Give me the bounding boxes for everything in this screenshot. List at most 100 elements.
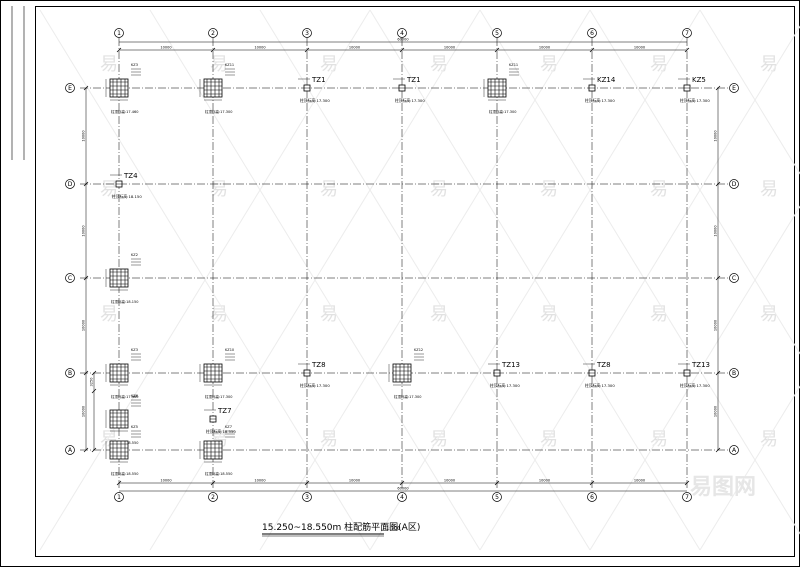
grid-bubble: 2 <box>208 28 218 38</box>
column-label: KZ2 <box>131 253 138 257</box>
column-mark-c2: KZ11 柱顶标高:17.300 <box>199 63 235 114</box>
column-label: KZ11 <box>225 63 234 67</box>
column-section <box>203 363 223 383</box>
inner-frame <box>35 6 795 557</box>
dim-tick <box>83 85 89 91</box>
dim-tick <box>83 370 89 376</box>
grid-bubble-label: 5 <box>495 494 499 501</box>
watermark-layer: 易易易易易易易易易易易易易易易易易易易易易易易易易易易易 <box>39 9 800 551</box>
column-label: KZ5 <box>692 76 706 84</box>
column-section <box>109 363 129 383</box>
grid-bubble-label: 4 <box>400 30 404 37</box>
column-label: TZ8 <box>311 361 326 369</box>
column-elevation: 柱顶标高:18.550 <box>206 429 236 434</box>
grid-bubble: B <box>729 368 739 378</box>
column-label: TZ8 <box>596 361 611 369</box>
grid-bubble: 5 <box>492 28 502 38</box>
watermark-glyph: 易 <box>320 179 338 200</box>
dim-tick <box>210 47 216 53</box>
dim-tick <box>589 480 595 486</box>
column-section <box>109 440 129 460</box>
column-mark-c12: TZ8 柱顶标高:17.300 <box>298 361 330 388</box>
grid-lines <box>80 38 728 488</box>
dim-total: 60000 <box>397 38 408 42</box>
column-elevation: 柱顶标高:17.300 <box>585 383 615 388</box>
dim-total: 60000 <box>397 487 408 491</box>
watermark-glyph: 易 <box>540 54 558 75</box>
dim-text: 10000 <box>254 46 265 50</box>
dim-text: 10000 <box>634 479 645 483</box>
dim-text: 10000 <box>82 320 86 331</box>
column-section <box>392 363 412 383</box>
watermark-glyph: 易 <box>540 304 558 325</box>
dim-tick <box>494 480 500 486</box>
dim-text: 10000 <box>714 406 718 417</box>
grid-bubble: 3 <box>302 28 312 38</box>
column-elevation: 柱顶标高:17.460 <box>111 394 138 399</box>
dim-text: 10000 <box>539 46 550 50</box>
column-elevation: 柱顶标高:17.300 <box>300 383 330 388</box>
dim-tick <box>715 275 721 281</box>
dim-tick <box>91 388 97 394</box>
column-label: KZ6 <box>131 394 138 398</box>
column-mark-c14: TZ13 柱顶标高:17.300 <box>488 361 520 388</box>
grid-bubble: 4 <box>397 28 407 38</box>
dim-text: 10000 <box>349 46 360 50</box>
column-elevation: 柱顶标高:17.300 <box>680 98 710 103</box>
dim-text: 10000 <box>444 479 455 483</box>
column-elevation: 柱顶标高:17.300 <box>680 383 710 388</box>
column-label: KZ12 <box>414 348 423 352</box>
dim-tick <box>91 447 97 453</box>
grid-bubble: 4 <box>397 492 407 502</box>
dim-tick <box>715 85 721 91</box>
column-label: TZ7 <box>217 407 232 415</box>
grid-bubble-label: B <box>68 370 72 377</box>
grid-bubble-label: 7 <box>685 30 689 37</box>
dim-tick <box>83 275 89 281</box>
grid-bubble: 5 <box>492 492 502 502</box>
dim-text: 10000 <box>539 479 550 483</box>
grid-bubble-label: 4 <box>400 494 404 501</box>
dim-text: 10000 <box>82 225 86 236</box>
dim-text: 3250 <box>90 378 94 387</box>
dim-tick <box>494 47 500 53</box>
column-label: TZ13 <box>501 361 520 369</box>
column-label: KZ3 <box>131 63 138 67</box>
grid-bubble-label: 6 <box>590 30 594 37</box>
column-label: KZ11 <box>509 63 518 67</box>
watermark-glyph: 易 <box>210 179 228 200</box>
grid-bubble-label: 2 <box>211 30 215 37</box>
grid-bubble-label: 2 <box>211 494 215 501</box>
grid-bubble-label: E <box>732 85 736 92</box>
column-mark-c15: TZ8 柱顶标高:17.300 <box>583 361 615 388</box>
grid-bubble: E <box>729 83 739 93</box>
grid-bubble-label: C <box>732 275 736 282</box>
grid-bubble-label: 3 <box>305 30 309 37</box>
column-section <box>109 78 129 98</box>
watermark-glyph: 易 <box>210 54 228 75</box>
watermark-glyph: 易 <box>210 304 228 325</box>
grid-bubble: C <box>729 273 739 283</box>
column-elevation: 柱顶标高:17.300 <box>490 383 520 388</box>
watermark-glyph: 易 <box>100 54 118 75</box>
grid-bubble-label: D <box>68 181 73 188</box>
dim-text: 10000 <box>160 46 171 50</box>
column-section <box>109 409 129 429</box>
dim-tick <box>116 480 122 486</box>
grid-bubble: 6 <box>587 28 597 38</box>
column-label: KZ7 <box>225 425 232 429</box>
drawing-title-block: 15.250~18.550m 柱配筋平面图(A区) 1:100 <box>262 521 420 537</box>
dim-tick <box>304 47 310 53</box>
grid-bubble: 1 <box>114 492 124 502</box>
watermark-glyph: 易 <box>430 54 448 75</box>
column-elevation: 柱顶标高:17.300 <box>205 109 232 114</box>
grid-bubble: C <box>65 273 75 283</box>
